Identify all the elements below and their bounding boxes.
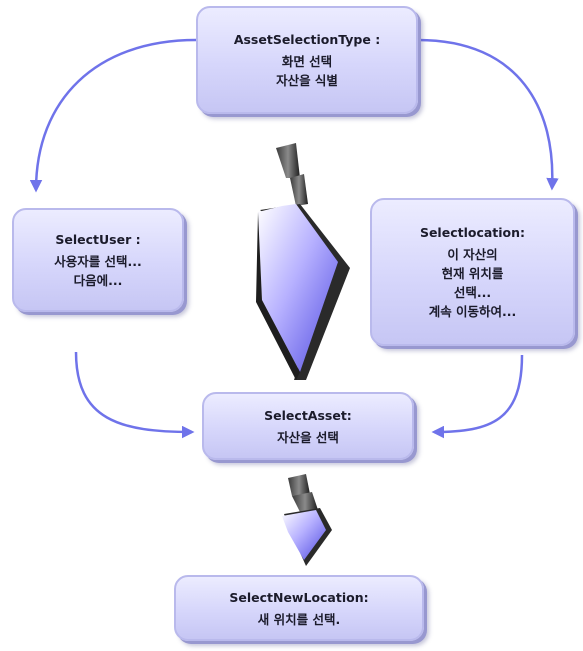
- node-title: SelectNewLocation:: [229, 589, 369, 605]
- connector-user-to-asset: [74, 351, 195, 439]
- connector-type-to-user: [29, 38, 197, 193]
- node-select-new-location: SelectNewLocation: 새 위치를 선택.: [174, 575, 424, 641]
- node-text-line: 자산을 식별: [276, 73, 338, 88]
- connector-location-to-asset: [431, 354, 524, 439]
- node-select-location: Selectlocation: 이 자산의 현재 위치를 선택... 계속 이동…: [370, 198, 575, 346]
- node-text-line: 자산을 선택: [277, 429, 339, 445]
- node-text-line: 새 위치를 선택.: [257, 611, 341, 627]
- node-text-line: 현재 위치를: [441, 266, 504, 281]
- small-down-arrow-icon: [282, 474, 332, 566]
- node-title: Selectlocation:: [419, 225, 526, 240]
- node-text-line: 다음에...: [73, 273, 123, 288]
- node-select-user: SelectUser : 사용자를 선택... 다음에...: [12, 208, 184, 312]
- node-asset-selection-type: AssetSelectionType : 화면 선택 자산을 식별: [196, 6, 418, 114]
- connector-type-to-location: [417, 38, 559, 191]
- node-text-line: 이 자산의: [447, 247, 498, 262]
- node-title: SelectAsset:: [264, 407, 352, 423]
- node-text-line: 선택...: [453, 285, 492, 300]
- node-text-line: 계속 이동하여...: [428, 304, 517, 319]
- node-select-asset: SelectAsset: 자산을 선택: [202, 392, 414, 460]
- node-text-line: 사용자를 선택...: [54, 254, 142, 269]
- node-text-line: 화면 선택: [281, 54, 333, 69]
- node-title: AssetSelectionType :: [233, 32, 381, 47]
- large-down-arrow-icon: [256, 143, 350, 380]
- node-title: SelectUser :: [55, 232, 141, 247]
